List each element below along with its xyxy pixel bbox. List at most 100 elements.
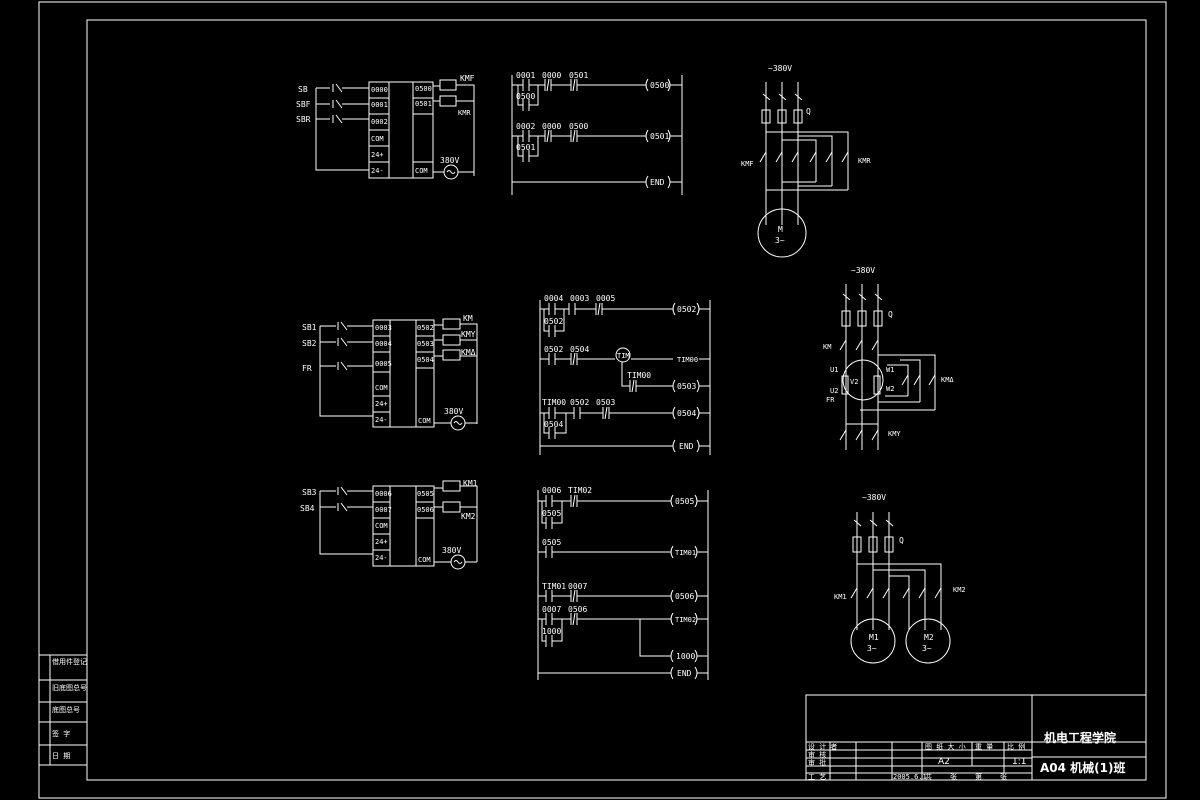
contact-label: TIM02 [568,486,592,495]
outer-frame [38,1,1167,799]
plc-output-block [412,81,434,179]
io-diagram-1: 0000 0001 0002 COM 24+ 24- 0500 0501 COM… [296,74,475,180]
terminal-label: 0504 [417,356,434,364]
contact-label: 0500 [569,122,588,131]
terminal-label: U2 [830,387,838,395]
terminal-label: 24- [371,167,384,175]
coil-label: 0501 [650,132,669,141]
terminal-label: W1 [886,366,894,374]
terminal-label: 0007 [375,506,392,514]
terminal-label: U1 [830,366,838,374]
motor-symbol [850,618,896,664]
input-label: SB1 [302,323,317,332]
title-header: 工 艺 [808,773,826,781]
title-header: 第 [975,772,982,781]
coil-label: KMR [458,109,471,117]
terminal-label: 0000 [371,86,388,94]
terminal-label: COM [375,384,388,392]
side-block: 借用件登记 旧底图总号 底图总号 签 字 日 期 [38,654,88,766]
contact-label: TIM01 [542,582,566,591]
ladder-diagram-2: 0004 0003 0005 0502 0502 TIM 0502 0504 T… [539,294,711,455]
plc-body [388,81,414,179]
title-header: 审 批 [808,758,826,767]
end-label: END [679,442,694,451]
terminal-label: 0500 [415,85,432,93]
drawing-title: A04 机械(1)班 [1040,760,1125,775]
terminal-label: 0002 [371,118,388,126]
contact-label: 0007 [542,605,561,614]
contact-label: 0504 [544,420,563,429]
io-diagram-3: 0006 0007 COM 24+ 24- 0505 0506 COM SB3 … [300,479,478,570]
contact-label: 0005 [596,294,615,303]
terminal-label: 0001 [371,101,388,109]
coil-label: KM [463,314,473,323]
coil-label: TIM02 [675,616,696,624]
terminal-label: 0503 [417,340,434,348]
contact-label: 0501 [569,71,588,80]
relay-label: FR [826,396,835,404]
input-label: SB2 [302,339,317,348]
contact-label: 0001 [516,71,535,80]
inner-frame [86,19,1147,781]
contactor-label: KM [823,343,831,351]
contactor-label: KMY [888,430,901,438]
ladder-diagram-1: 0001 0000 0501 0500 0500 0002 0000 0500 … [511,71,683,195]
io-diagram-2: 0003 0004 0005 COM 24+ 24- 0502 0503 050… [302,314,478,431]
contact-label: 1000 [542,627,561,636]
switch-label: Q [888,310,893,319]
coil-label: 0500 [650,81,669,90]
terminal-label: COM [415,167,428,175]
coil-label: KM2 [461,512,476,521]
contactor-label: KMΔ [941,376,954,384]
coil-label: 0506 [675,592,694,601]
title-header: 重 量 [975,743,993,751]
coil-label: 1000 [676,652,695,661]
motor-symbol [842,359,884,401]
title-header: 审 核 [808,750,826,759]
terminal-label: 0502 [417,324,434,332]
title-block: 机电工程学院 A04 机械(1)班 A2 1:1 2005.6.1 设 计 者 … [805,694,1147,781]
contact-label: 0506 [568,605,587,614]
input-label: SB [298,85,308,94]
contact-label: 0501 [516,143,535,152]
coil-label: KMY [461,330,476,339]
terminal-label: COM [418,417,431,425]
terminal-label: 0506 [417,506,434,514]
side-block-label: 底图总号 [52,705,80,714]
motor-symbol [905,618,951,664]
side-block-label: 日 期 [52,752,70,760]
title-header: 设 计 者 [808,742,837,751]
contact-label: 0504 [570,345,589,354]
terminal-label: 0505 [417,490,434,498]
contact-label: 0000 [542,122,561,131]
motor-label: M [778,225,783,234]
contact-label: 0003 [570,294,589,303]
contactor-label: KM2 [953,586,966,594]
supply-label: ~380V [851,266,875,275]
coil-label: KMΔ [461,348,476,357]
terminal-label: COM [375,522,388,530]
power-circuit-3: ~380V Q KM1 KM2 M1 3~ M2 3~ [834,493,966,664]
coil-label: 0502 [677,305,696,314]
terminal-label: 24+ [375,538,388,546]
terminal-label: 0005 [375,360,392,368]
title-header: 张 [950,772,957,781]
contact-label: 0007 [568,582,587,591]
contact-label: 0500 [516,92,535,101]
input-label: SBR [296,115,311,124]
terminal-label: 24- [375,554,388,562]
contact-label: 0502 [570,398,589,407]
coil-label: 0505 [675,497,694,506]
motor-label: 3~ [775,236,785,245]
contact-label: 0505 [542,509,561,518]
input-label: FR [302,364,312,373]
input-label: SBF [296,100,311,109]
terminal-label: 24+ [375,400,388,408]
paper-size: A2 [938,757,950,767]
supply-label: 380V [444,407,463,416]
switch-label: Q [806,107,811,116]
terminal-label: 24+ [371,151,384,159]
terminal-label: 0003 [375,324,392,332]
supply-label: ~380V [862,493,886,502]
title-header: 共 [925,772,932,781]
